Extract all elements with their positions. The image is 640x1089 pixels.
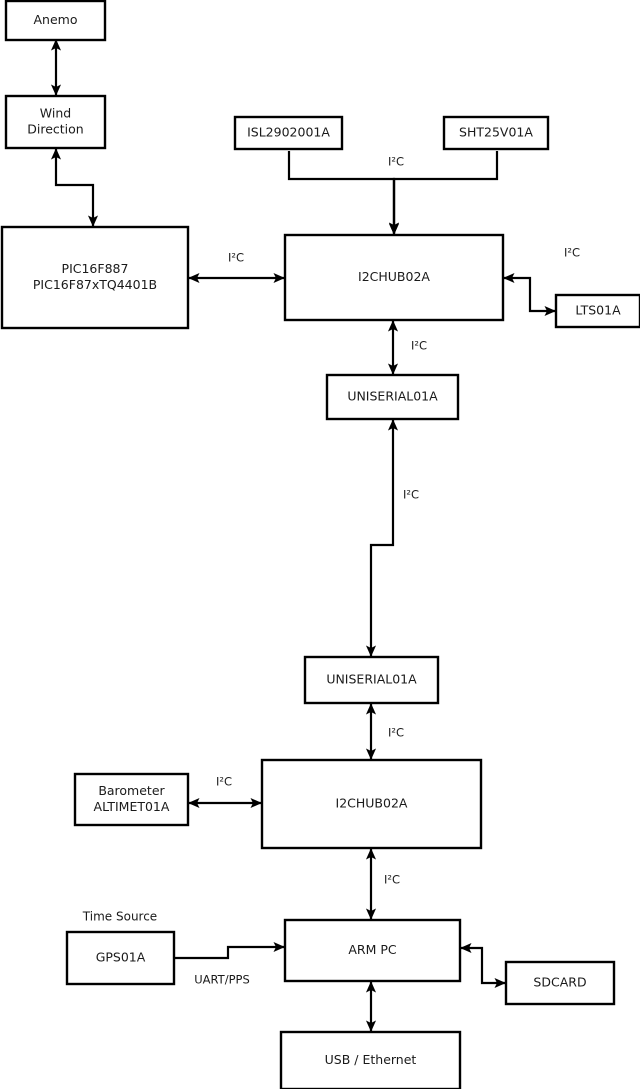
node-box[interactable] xyxy=(0,225,190,330)
edge-line xyxy=(50,148,99,227)
label-time_source: Time Source xyxy=(82,910,157,924)
edge-label: I²C xyxy=(403,488,419,502)
node-box[interactable] xyxy=(554,293,640,329)
edge-label: UART/PPS xyxy=(194,973,250,987)
edge-label: I²C xyxy=(228,251,244,265)
node-box[interactable] xyxy=(325,373,460,421)
node-box[interactable] xyxy=(442,115,550,151)
free-labels-layer: Time Source xyxy=(82,910,157,924)
edge-label: I²C xyxy=(564,246,580,260)
node-label: SHT25V01A xyxy=(459,125,533,140)
node-label: ISL2902001A xyxy=(247,125,330,140)
node-uniserial_dn[interactable]: UNISERIAL01A xyxy=(303,655,440,705)
node-label: UNISERIAL01A xyxy=(326,672,417,687)
node-anemo[interactable]: Anemo xyxy=(4,0,107,42)
node-box[interactable] xyxy=(303,655,440,705)
node-label: PIC16F887 xyxy=(62,261,129,276)
node-box[interactable] xyxy=(233,115,344,151)
node-box[interactable] xyxy=(283,233,505,322)
node-hub_bot[interactable]: I2CHUB02A xyxy=(260,758,483,850)
edge-line xyxy=(175,941,285,960)
edge-arm-sdcard xyxy=(460,942,506,989)
edge-gps-arm: UART/PPS xyxy=(175,941,285,987)
edge-hub-uniserial_up: I²C xyxy=(387,320,427,375)
node-label: ARM PC xyxy=(348,942,397,957)
edge-line xyxy=(365,419,399,657)
node-label: I2CHUB02A xyxy=(358,269,430,284)
node-label: GPS01A xyxy=(96,950,146,965)
node-lts[interactable]: LTS01A xyxy=(554,293,640,329)
node-hub_top[interactable]: I2CHUB02A xyxy=(283,233,505,322)
node-label: ALTIMET01A xyxy=(94,799,170,814)
edge-line xyxy=(287,151,400,235)
edge-label: I²C xyxy=(384,873,400,887)
node-box[interactable] xyxy=(504,960,616,1006)
node-arm_pc[interactable]: ARM PC xyxy=(283,918,462,983)
node-label: PIC16F87xTQ4401B xyxy=(33,277,157,292)
node-gps[interactable]: GPS01A xyxy=(65,930,176,986)
edge-line xyxy=(388,151,499,235)
node-box[interactable] xyxy=(283,918,462,983)
node-label: UNISERIAL01A xyxy=(347,389,438,404)
node-label: USB / Ethernet xyxy=(325,1052,417,1067)
node-usb_eth[interactable]: USB / Ethernet xyxy=(279,1030,462,1089)
edge-barometer-hub: I²C xyxy=(188,775,262,809)
edge-hub-lts: I²C xyxy=(503,246,580,317)
node-uniserial_up[interactable]: UNISERIAL01A xyxy=(325,373,460,421)
edge-wind-pic xyxy=(50,148,99,227)
edge-pic-hub: I²C xyxy=(188,251,285,284)
edge-label: I²C xyxy=(216,775,232,789)
node-box[interactable] xyxy=(65,930,176,986)
edge-label: I²C xyxy=(388,726,404,740)
node-isl[interactable]: ISL2902001A xyxy=(233,115,344,151)
edge-uniserial_dn-hub: I²C xyxy=(365,703,404,760)
node-label: Wind xyxy=(40,106,71,121)
node-box[interactable] xyxy=(279,1030,462,1089)
node-label: Barometer xyxy=(98,783,165,798)
edge-label: I²C xyxy=(388,155,404,169)
node-label: Anemo xyxy=(34,12,78,27)
node-label: I2CHUB02A xyxy=(336,796,408,811)
node-box[interactable] xyxy=(260,758,483,850)
node-box[interactable] xyxy=(73,772,190,827)
node-box[interactable] xyxy=(4,94,107,150)
edge-hub-isl xyxy=(287,151,400,235)
edge-uniserial-link: I²C xyxy=(365,419,419,657)
node-label: Direction xyxy=(27,122,83,137)
edge-label: I²C xyxy=(411,339,427,353)
node-sdcard[interactable]: SDCARD xyxy=(504,960,616,1006)
edges-layer: I²C I²C I²C I²C I²C I²C I²C I²C UART/PPS xyxy=(50,39,580,1032)
edge-hub-sht: I²C xyxy=(388,151,499,235)
edge-line xyxy=(503,272,556,317)
node-sht[interactable]: SHT25V01A xyxy=(442,115,550,151)
edge-hub_bot-arm: I²C xyxy=(365,848,400,920)
node-label: LTS01A xyxy=(575,303,621,318)
node-box[interactable] xyxy=(4,0,107,42)
edge-line xyxy=(460,942,506,989)
node-label: SDCARD xyxy=(533,975,586,990)
